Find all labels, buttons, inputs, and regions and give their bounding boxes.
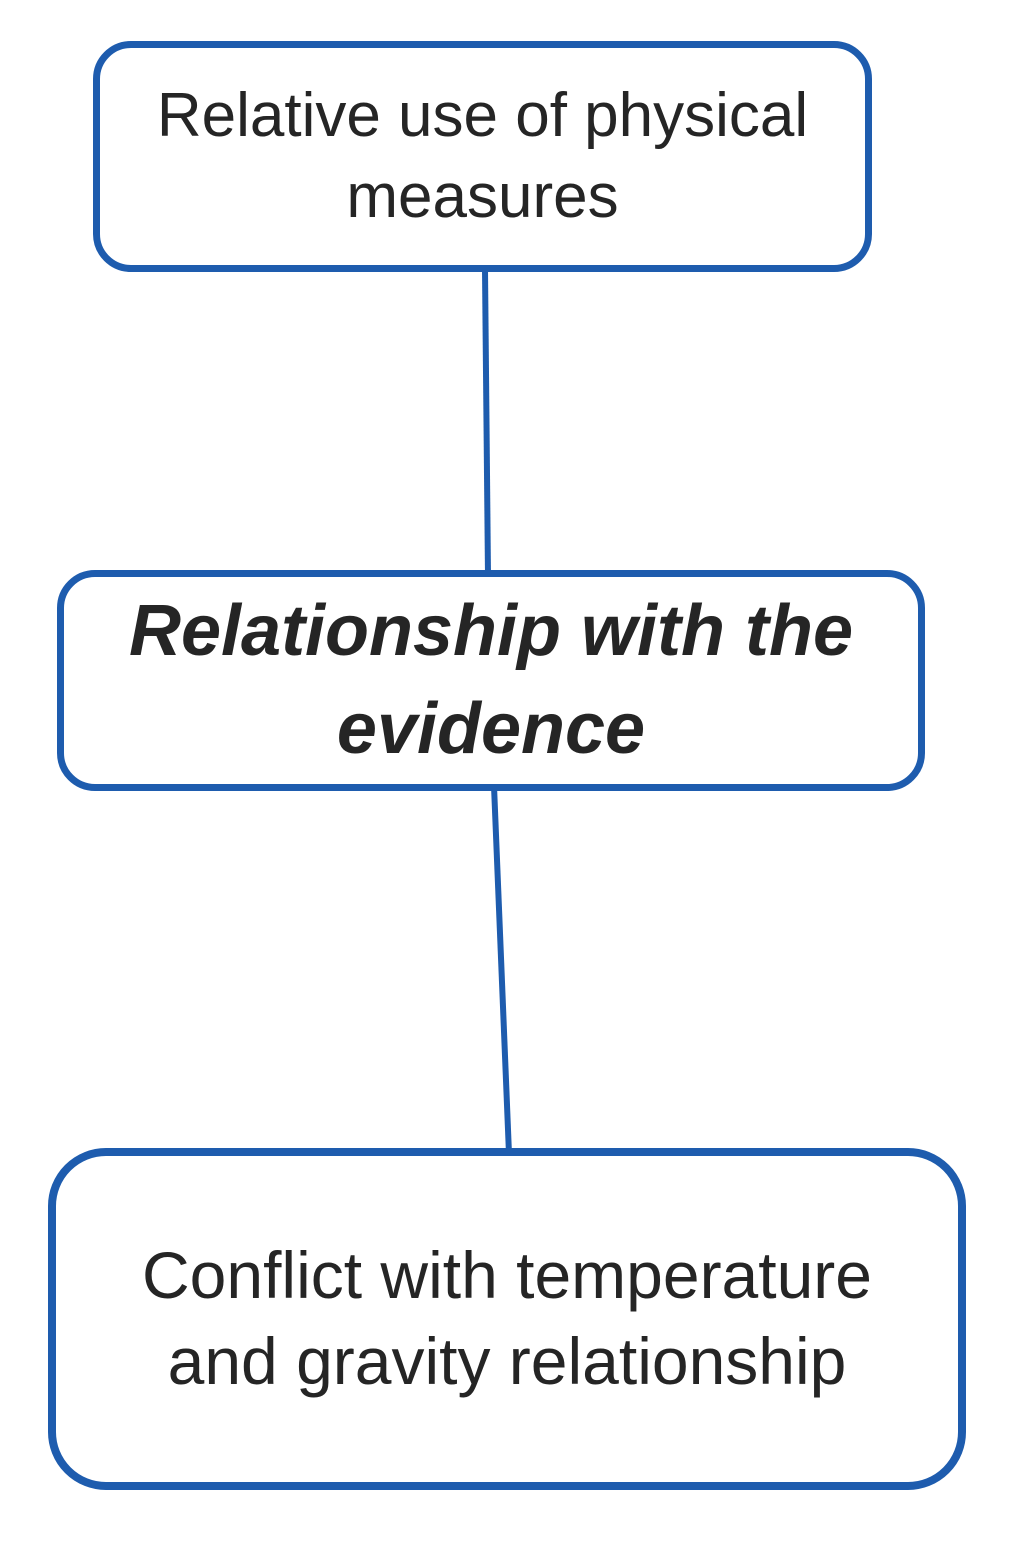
node-relationship-with-the-evidence: Relationship with the evidence [57,570,925,791]
node-label: Relationship with the evidence [128,590,853,769]
connector-middle-to-bottom [491,785,512,1155]
node-conflict-with-temperature-and-gravity-relationship: Conflict with temperature and gravity re… [48,1148,966,1490]
node-label: Relative use of physical measures [156,80,809,231]
node-relative-use-of-physical-measures: Relative use of physical measures [93,41,872,272]
node-label: Conflict with temperature and gravity re… [142,1238,872,1398]
connector-top-to-middle [482,269,491,577]
